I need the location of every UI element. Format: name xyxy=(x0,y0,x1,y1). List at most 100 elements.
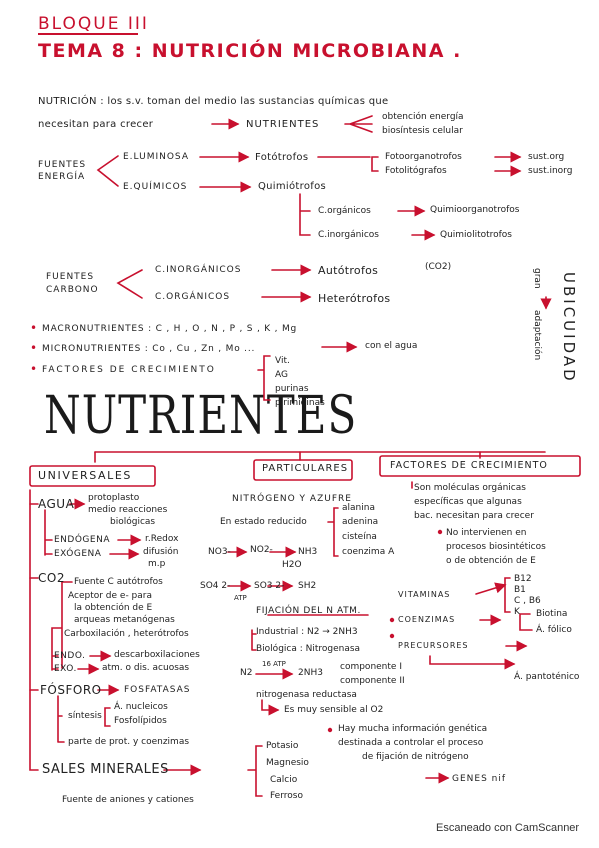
fuentes-carbono-label2: CARBONO xyxy=(46,285,99,295)
bullet-dot: • xyxy=(30,362,38,376)
vit-item: B1 xyxy=(514,585,526,595)
eq-2nh3: 2NH3 xyxy=(298,668,323,678)
factores-desc: específicas que algunas xyxy=(414,497,522,507)
fuentes-carbono-label1: FUENTES xyxy=(46,272,95,282)
factor-item: AG xyxy=(275,370,288,380)
reducido-item: alanina xyxy=(342,503,375,513)
endogena: ENDÓGENA xyxy=(54,535,110,545)
fosfatasas: FOSFATASAS xyxy=(124,685,191,695)
c-organicos-carbono: C.ORGÁNICOS xyxy=(155,292,231,302)
coe-item: Biotina xyxy=(536,609,568,619)
vitaminas: VITAMINAS xyxy=(398,590,451,599)
nutrientes-label: NUTRIENTES xyxy=(246,119,320,130)
factores-desc: Son moléculas orgánicas xyxy=(414,483,526,493)
co2-item: Carboxilación , heterótrofos xyxy=(64,629,189,639)
quimiolitotrofos: Quimiolitotrofos xyxy=(440,230,512,240)
eq-sh2: SH2 xyxy=(298,581,317,591)
fotolitografos: Fotolitógrafos xyxy=(385,166,447,176)
factor-item: pirimidinas xyxy=(275,398,325,408)
estado-reducido: En estado reducido xyxy=(220,517,307,527)
fijacion-heading: FIJACIÓN DEL N ATM. xyxy=(256,606,362,616)
eq-n2: N2 xyxy=(240,668,253,678)
bullet-dot: • xyxy=(30,341,38,355)
coenzimas: COENZIMAS xyxy=(398,615,456,624)
vit-item: C , B6 xyxy=(514,596,541,606)
c-inorganicos: C.inorgánicos xyxy=(318,230,379,240)
endo2: ENDO. xyxy=(54,651,86,661)
precursor-item: Á. pantoténico xyxy=(514,672,580,682)
c-inorganicos-carbono: C.INORGÁNICOS xyxy=(155,265,242,275)
parte-prot: parte de prot. y coenzimas xyxy=(68,737,190,747)
agua-item: medio reacciones xyxy=(88,505,168,515)
co2-heading: CO2 xyxy=(38,571,65,585)
eq-16atp: 16 ATP xyxy=(262,660,286,668)
reducido-item: coenzima A xyxy=(342,547,395,557)
info-line: destinada a controlar el proceso xyxy=(338,738,484,748)
micronutrientes: MICRONUTRIENTES : Co , Cu , Zn , Mo ... xyxy=(42,344,256,354)
agua-heading: AGUA xyxy=(38,497,75,511)
sales-minerales-heading: SALES MINERALES xyxy=(42,762,169,777)
bloque-heading: BLOQUE III xyxy=(38,14,149,34)
eq-atp: ATP xyxy=(234,594,247,602)
info-line: de fijación de nitrógeno xyxy=(362,752,469,762)
fotoorganotrofos: Fotoorganotrofos xyxy=(385,152,462,162)
exo2-value: atm. o dis. acuosas xyxy=(102,663,190,673)
particulares-title: PARTICULARES xyxy=(262,463,349,474)
fuentes-energia-label2: ENERGÍA xyxy=(38,172,86,182)
sales-item: Magnesio xyxy=(266,758,309,768)
precursores: PRECURSORES xyxy=(398,641,469,650)
e-quimicos: E.QUÍMICOS xyxy=(123,182,188,192)
co2-note: (CO2) xyxy=(425,262,452,272)
tema-heading: TEMA 8 : NUTRICIÓN MICROBIANA . xyxy=(38,40,462,62)
agua-item: biológicas xyxy=(110,517,156,527)
eq-so4: SO4 2- xyxy=(200,581,231,591)
ubicuidad-word: UBICUIDAD xyxy=(560,272,578,384)
sust-inorg: sust.inorg xyxy=(528,166,573,176)
biologica: Biológica : Nitrogenasa xyxy=(256,644,361,654)
obtencion-energia: obtención energía xyxy=(382,112,464,122)
factores-desc2: o de obtención de E xyxy=(446,556,536,566)
coe-item: Á. fólico xyxy=(536,625,572,635)
bullet-dot: • xyxy=(30,321,38,335)
co2-item: la obtención de E xyxy=(74,603,153,613)
eq-nh3: NH3 xyxy=(298,547,318,557)
eq-so3: SO3 2- xyxy=(254,581,285,591)
sintesis-item: Fosfolípidos xyxy=(114,716,167,726)
biosintesis-celular: biosíntesis celular xyxy=(382,126,463,136)
factor-item: purinas xyxy=(275,384,309,394)
fototrofos: Fotótrofos xyxy=(255,152,309,163)
factores-crecimiento: FACTORES DE CRECIMIENTO xyxy=(42,365,216,375)
industrial: Industrial : N2 → 2NH3 xyxy=(256,627,358,637)
eq-no2: NO2- xyxy=(250,545,273,555)
genes-nif: GENES nif xyxy=(452,774,507,784)
sintesis-item: Á. nucleicos xyxy=(114,702,168,712)
heterotrofos: Heterótrofos xyxy=(318,292,391,305)
universales-title: UNIVERSALES xyxy=(38,469,133,482)
factor-item: Vit. xyxy=(275,356,290,366)
e-luminosa: E.LUMINOSA xyxy=(123,152,189,162)
fuentes-energia-label1: FUENTES xyxy=(38,160,87,170)
bloque-underline xyxy=(38,33,138,35)
componente-2: componente II xyxy=(340,676,405,686)
reducido-item: adenina xyxy=(342,517,379,527)
fosforo-heading: FÓSFORO xyxy=(40,683,102,697)
nitrogeno-azufre: NITRÓGENO Y AZUFRE xyxy=(232,494,352,504)
intro-line2: necesitan para crecer xyxy=(38,119,154,130)
endogena-value: r.Redox xyxy=(145,534,179,544)
reducido-item: cisteína xyxy=(342,532,377,542)
agua-item: protoplasto xyxy=(88,493,140,503)
vit-item: B12 xyxy=(514,574,532,584)
sust-org: sust.org xyxy=(528,152,565,162)
exogena-value2: m.p xyxy=(148,559,166,569)
gran-word: gran xyxy=(532,268,542,289)
sales-item: Calcio xyxy=(270,775,298,785)
endo2-value: descarboxilaciones xyxy=(114,650,200,660)
intro-line1: NUTRICIÓN : los s.v. toman del medio las… xyxy=(38,96,389,107)
factores-desc2: No intervienen en xyxy=(446,528,527,538)
co2-item: arqueas metanógenas xyxy=(74,615,175,625)
scanner-footer: Escaneado con CamScanner xyxy=(436,822,580,834)
componente-1: componente I xyxy=(340,662,402,672)
con-el-agua: con el agua xyxy=(365,341,418,351)
eq-no3: NO3- xyxy=(208,547,231,557)
